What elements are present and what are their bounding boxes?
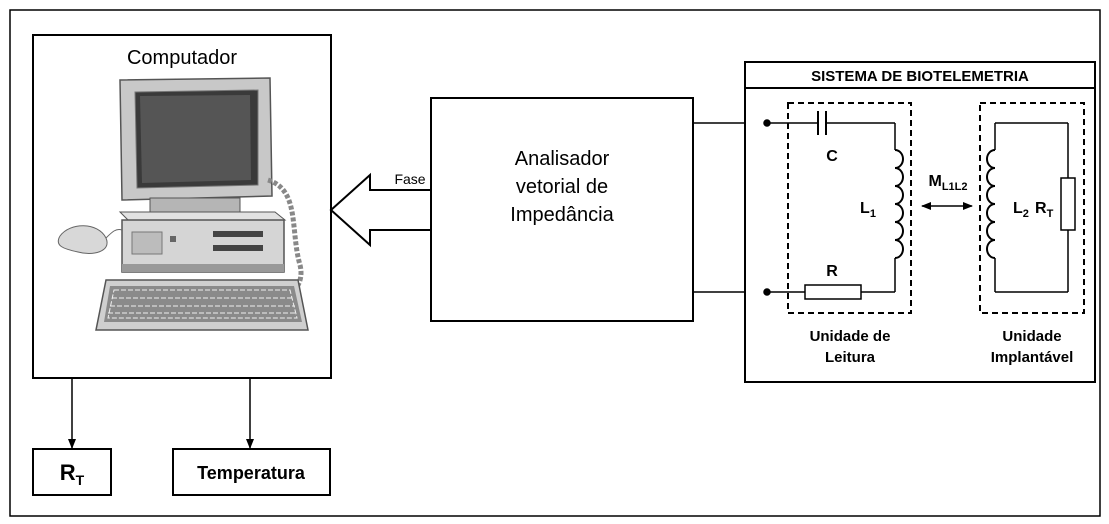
sensor-resistor-rt	[1060, 177, 1076, 231]
inductor-l1	[894, 149, 904, 259]
implant-circuit	[986, 122, 1076, 293]
implant-unit-caption-line2: Implantável	[991, 349, 1074, 366]
analyzer-label-line2: vetorial de	[516, 176, 608, 198]
sensor-resistor-label: RT	[1035, 200, 1054, 220]
inductor-l1-label: L1	[860, 200, 876, 220]
phase-arrow-label: Fase	[394, 171, 425, 187]
impedance-analyzer-box	[430, 97, 694, 322]
reader-circuit	[763, 111, 904, 300]
rt-output-label: RT	[60, 460, 85, 488]
resistor-label: R	[826, 263, 838, 280]
inductor-l2-label: L2	[1013, 200, 1029, 220]
reader-unit-caption-line1: Unidade de	[810, 328, 891, 345]
reader-unit-caption-line2: Leitura	[825, 349, 876, 366]
inductor-l2	[986, 149, 996, 259]
computer-label: Computador	[127, 47, 237, 69]
mutual-inductance-label: ML1L2	[928, 173, 967, 193]
temperature-output-label: Temperatura	[197, 463, 306, 483]
analyzer-label-line1: Analisador	[515, 148, 610, 170]
outer-frame	[9, 9, 1101, 517]
analyzer-label-line3: Impedância	[510, 204, 614, 226]
computer-illustration	[57, 77, 309, 331]
rt-output-box	[32, 448, 112, 496]
reader-unit-dashed-box	[787, 102, 912, 314]
system-title: SISTEMA DE BIOTELEMETRIA	[811, 68, 1029, 85]
temperature-output-box	[172, 448, 331, 496]
biotelemetry-system-box	[744, 61, 1096, 383]
implant-unit-dashed-box	[979, 102, 1085, 314]
implant-unit-caption-line1: Unidade	[1002, 328, 1061, 345]
resistor-r	[804, 284, 862, 300]
capacitor-label: C	[826, 148, 838, 165]
